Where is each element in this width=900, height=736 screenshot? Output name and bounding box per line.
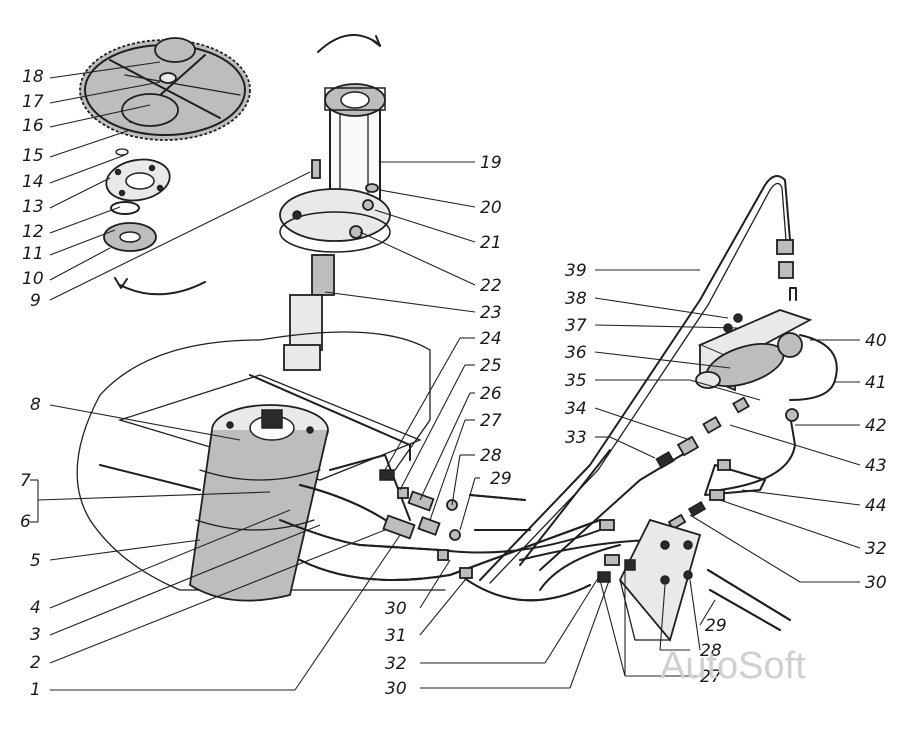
leader-lines-right [594, 269, 861, 677]
label-39: 39 [565, 261, 587, 281]
label-3: 3 [30, 625, 41, 645]
label-40: 40 [865, 331, 887, 351]
label-41: 41 [865, 373, 887, 393]
label-34: 34 [565, 399, 587, 419]
label-32-right: 32 [865, 539, 887, 559]
label-29-center: 29 [490, 469, 512, 489]
label-28-right: 28 [700, 641, 722, 661]
label-21: 21 [480, 233, 502, 253]
label-43: 43 [865, 456, 887, 476]
rotation-arrow-top [317, 34, 381, 53]
label-29-right: 29 [705, 616, 727, 636]
label-38: 38 [565, 289, 587, 309]
label-30-center: 30 [385, 599, 407, 619]
pump-reservoir [189, 404, 329, 602]
labels-left: 18 17 16 15 14 13 12 11 10 9 8 7 6 5 4 3… [20, 67, 44, 700]
label-1: 1 [30, 680, 41, 700]
label-42: 42 [865, 416, 887, 436]
hub-parts [103, 148, 171, 252]
label-30-right: 30 [865, 573, 887, 593]
leader-lines-left [30, 61, 401, 691]
label-5: 5 [30, 551, 41, 571]
fittings [655, 396, 799, 531]
label-14: 14 [22, 172, 44, 192]
label-36: 36 [565, 343, 587, 363]
label-8: 8 [30, 395, 41, 415]
label-27-center: 27 [480, 411, 502, 431]
label-16: 16 [22, 116, 44, 136]
pressure-lines [479, 175, 794, 584]
label-33: 33 [565, 428, 587, 448]
label-32-center: 32 [385, 654, 407, 674]
label-28-center: 28 [480, 446, 502, 466]
label-19: 19 [480, 153, 502, 173]
steering-wheel [79, 37, 251, 141]
steering-shaft [283, 254, 335, 371]
label-4: 4 [30, 598, 41, 618]
label-6: 6 [20, 512, 31, 532]
tank-outline [76, 331, 446, 591]
steering-column [279, 83, 391, 253]
label-2: 2 [30, 653, 41, 673]
label-37: 37 [565, 316, 587, 336]
label-10: 10 [22, 269, 44, 289]
label-24: 24 [480, 329, 502, 349]
label-18: 18 [22, 67, 44, 87]
labels-right: 39 38 37 36 35 34 33 40 41 42 43 44 32 3… [565, 261, 887, 687]
label-44: 44 [865, 496, 887, 516]
label-20: 20 [480, 198, 502, 218]
label-13: 13 [22, 197, 44, 217]
rotation-arrow-bottom [119, 281, 206, 296]
watermark-logo: AutoSoft [660, 645, 806, 687]
label-23: 23 [480, 303, 502, 323]
label-7: 7 [20, 471, 31, 491]
label-31: 31 [385, 626, 407, 646]
mounting-bracket [597, 518, 791, 642]
label-26: 26 [480, 384, 502, 404]
label-27-right: 27 [700, 667, 722, 687]
label-11: 11 [22, 244, 44, 264]
label-15: 15 [22, 146, 44, 166]
leader-lines-center [324, 161, 611, 689]
label-35: 35 [565, 371, 587, 391]
label-17: 17 [22, 92, 44, 112]
label-9: 9 [30, 291, 41, 311]
bolts-center [379, 469, 531, 579]
label-25: 25 [480, 356, 502, 376]
control-valve [695, 287, 838, 401]
label-30-bottom: 30 [385, 679, 407, 699]
label-22: 22 [480, 276, 502, 296]
labels-center: 19 20 21 22 23 24 25 26 27 28 29 30 31 3… [385, 153, 512, 699]
label-12: 12 [22, 222, 44, 242]
